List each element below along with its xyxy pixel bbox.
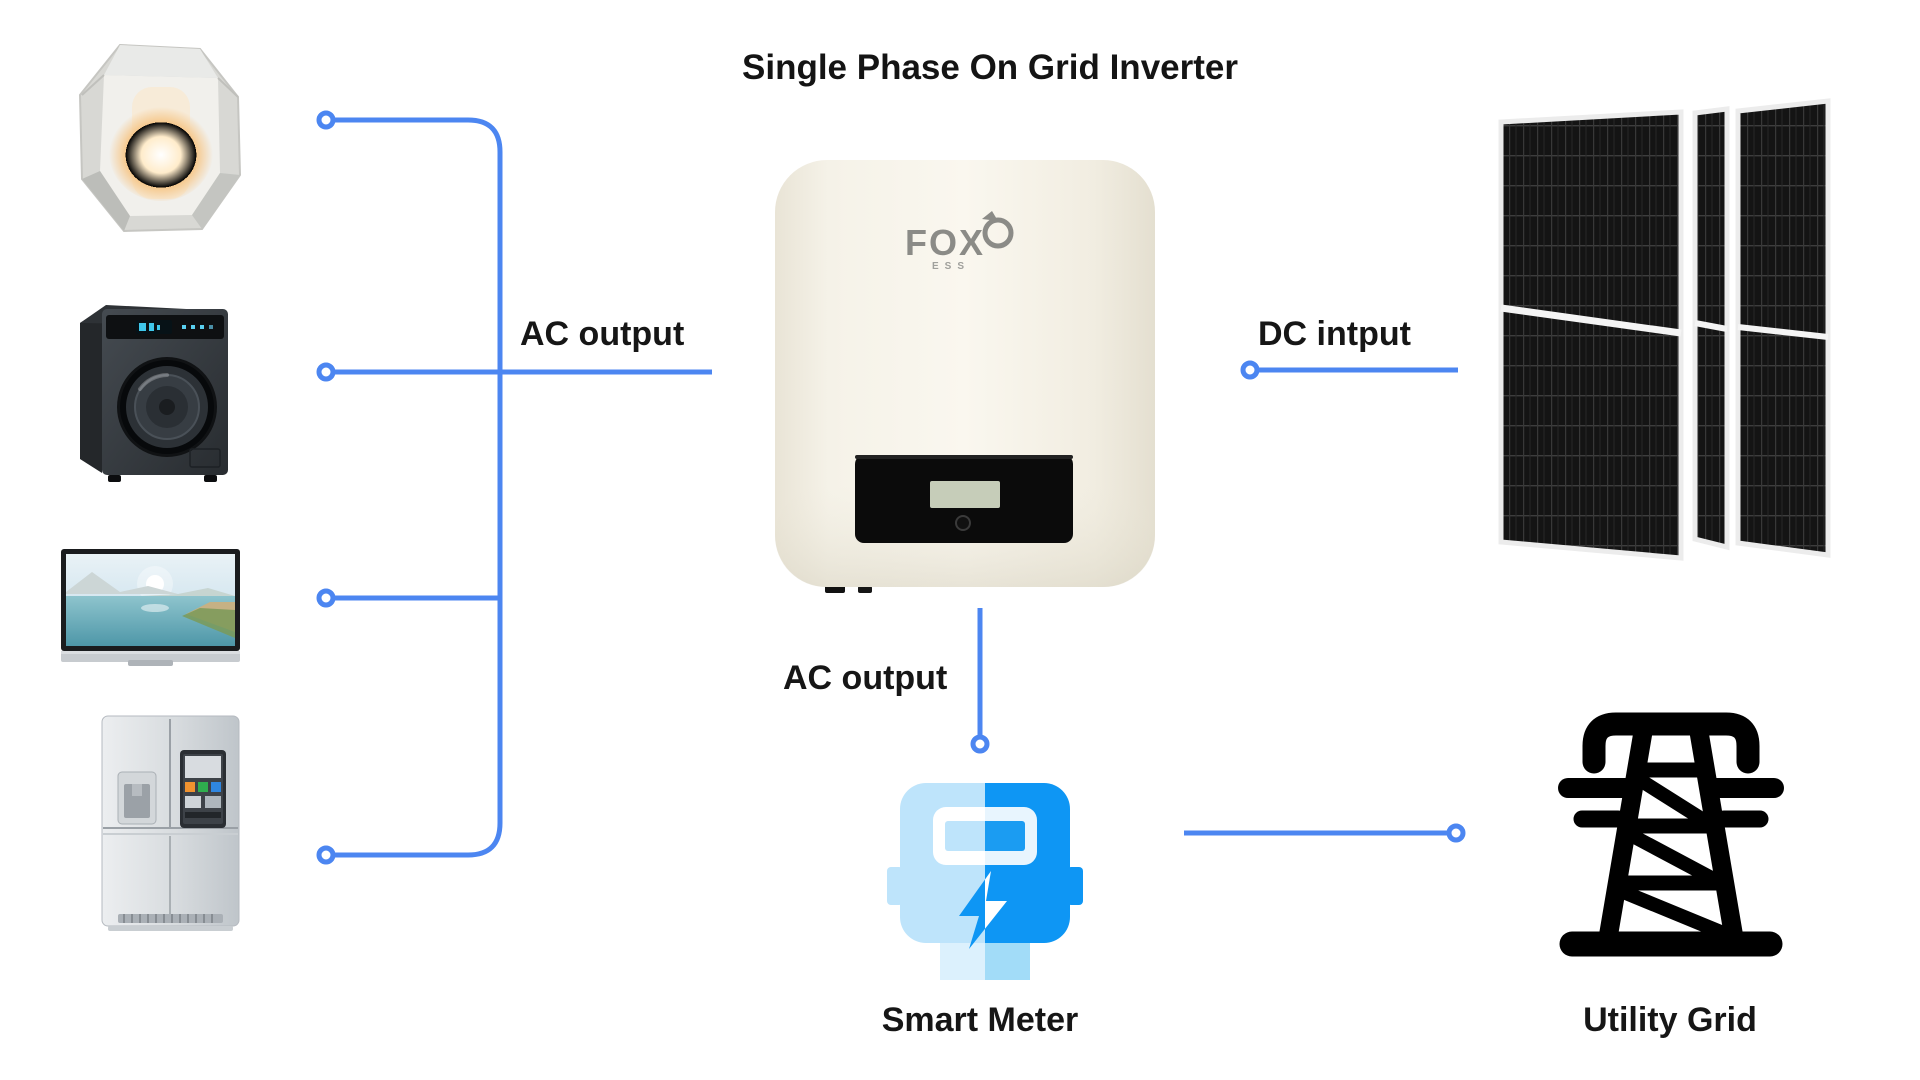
- solar-panel-1: [1498, 109, 1684, 561]
- connector-appliances-trunk: [332, 117, 503, 858]
- connector-dot-tv: [316, 588, 336, 608]
- connector-dot-meter: [970, 734, 990, 754]
- washing-machine-image: [80, 305, 228, 482]
- lightning-bolt-icon: [959, 879, 985, 949]
- solar-panel-array-image: [1498, 98, 1831, 561]
- inverter-brand: FOX: [905, 222, 985, 263]
- fox-logo-mark: [982, 217, 1014, 249]
- connector-dot-fridge: [316, 845, 336, 865]
- connector-dot-lamp: [316, 110, 336, 130]
- label-smart-meter: Smart Meter: [881, 1001, 1079, 1039]
- inverter-brand-sub: ESS: [932, 261, 970, 272]
- label-dc-input: DC intput: [1258, 315, 1411, 353]
- refrigerator-image: [101, 715, 240, 931]
- connector-dot-dc: [1240, 360, 1260, 380]
- label-ac-output-left: AC output: [520, 315, 685, 353]
- solar-panel-2: [1692, 106, 1730, 551]
- smart-meter-icon: [887, 783, 1083, 980]
- inverter-button: [955, 515, 971, 531]
- transmission-tower-icon: [1558, 712, 1784, 957]
- diagram-title: Single Phase On Grid Inverter: [742, 48, 1238, 87]
- lamp-image: [78, 43, 242, 233]
- television-image: [61, 549, 240, 666]
- label-ac-output-bottom: AC output: [783, 659, 948, 697]
- solar-panel-3: [1735, 98, 1831, 558]
- label-utility-grid: Utility Grid: [1583, 1001, 1757, 1039]
- inverter-lcd: [930, 481, 1000, 508]
- connector-dot-washer: [316, 362, 336, 382]
- fridge-vent: [118, 914, 223, 923]
- lamp-glow: [109, 105, 213, 201]
- connector-dot-grid: [1446, 823, 1466, 843]
- inverter-image: FOX ESS: [775, 160, 1155, 593]
